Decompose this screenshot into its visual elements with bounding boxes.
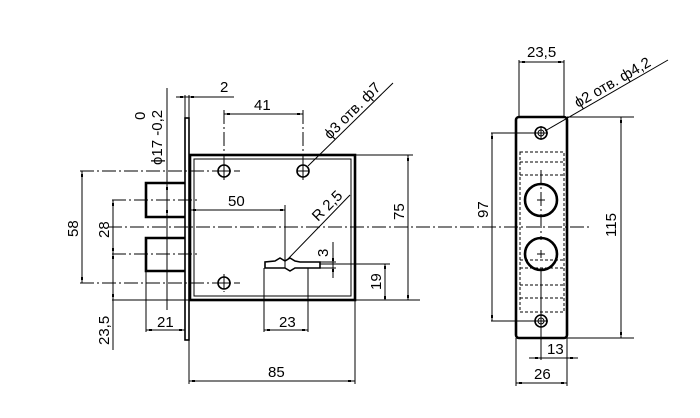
faceplate xyxy=(184,117,190,341)
dim-bolt-projection: 21 xyxy=(157,314,174,331)
dim-bolt-tolerance-upper: 0 xyxy=(132,112,149,120)
cylinder-hole-lower xyxy=(523,236,559,272)
dim-side-top-width: 23,5 xyxy=(527,44,556,61)
dim-bolt-diameter: ϕ17 -0,2 xyxy=(149,110,166,165)
note-holes: ϕ3 отв. ф7 xyxy=(321,79,384,142)
dim-side-center-offset: 13 xyxy=(547,341,564,358)
dim-faceplate-thickness: 2 xyxy=(220,79,228,96)
keyhole xyxy=(264,257,321,272)
dim-side-hole-spacing: 97 xyxy=(475,201,492,218)
dim-hole-spacing: 41 xyxy=(254,97,271,114)
dim-backset: 50 xyxy=(228,193,245,210)
front-view: 2 0 ϕ17 -0,2 41 ϕ3 отв. ф7 50 R 2,5 3 xyxy=(65,79,460,384)
dim-bottom-offset: 23,5 xyxy=(96,316,113,345)
dim-bolt-outer-spacing: 58 xyxy=(65,220,82,237)
dim-keyhole-slot: 3 xyxy=(315,249,332,257)
dim-case-height: 75 xyxy=(391,203,408,220)
dim-keyhole-radius: R 2,5 xyxy=(309,187,346,224)
dim-case-depth: 85 xyxy=(268,364,285,381)
dim-bolt-inner-spacing: 28 xyxy=(96,221,113,238)
dim-side-plate-width: 26 xyxy=(534,366,551,383)
note-side-holes: ϕ2 отв. ф4,2 xyxy=(572,54,654,111)
dim-keyhole-height: 19 xyxy=(368,273,385,290)
dim-keyhole-width: 23 xyxy=(279,314,296,331)
dim-side-plate-height: 115 xyxy=(603,213,620,237)
side-view: 23,5 ϕ2 отв. ф4,2 97 115 13 26 xyxy=(460,44,669,386)
